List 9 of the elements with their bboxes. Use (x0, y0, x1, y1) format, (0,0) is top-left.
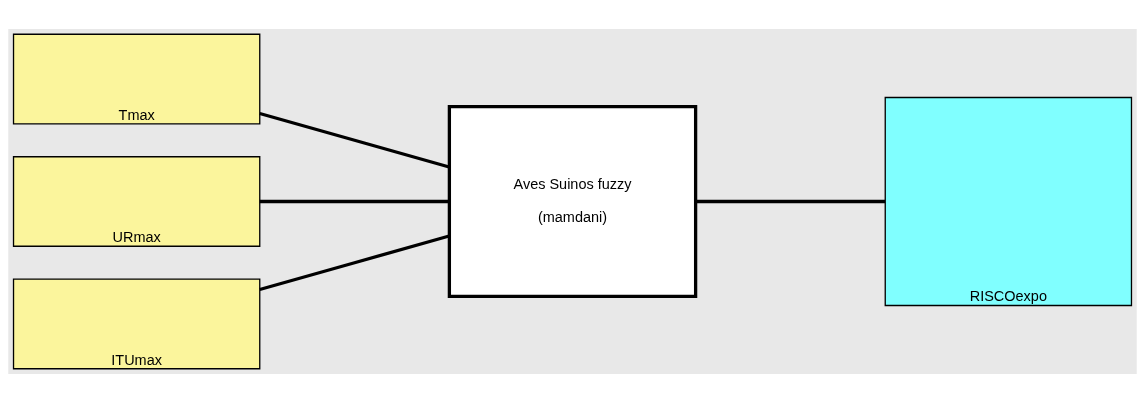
connector (695, 199, 885, 204)
node-box: RISCOexpo (884, 96, 1133, 307)
node-box: URmax (12, 156, 261, 247)
node-box: Aves Suinos fuzzy (mamdani) (447, 105, 698, 298)
node-box: ITUmax (12, 278, 261, 370)
connector (259, 234, 450, 292)
connector (259, 111, 450, 169)
node-box: Tmax (12, 33, 261, 125)
connector (259, 199, 450, 204)
